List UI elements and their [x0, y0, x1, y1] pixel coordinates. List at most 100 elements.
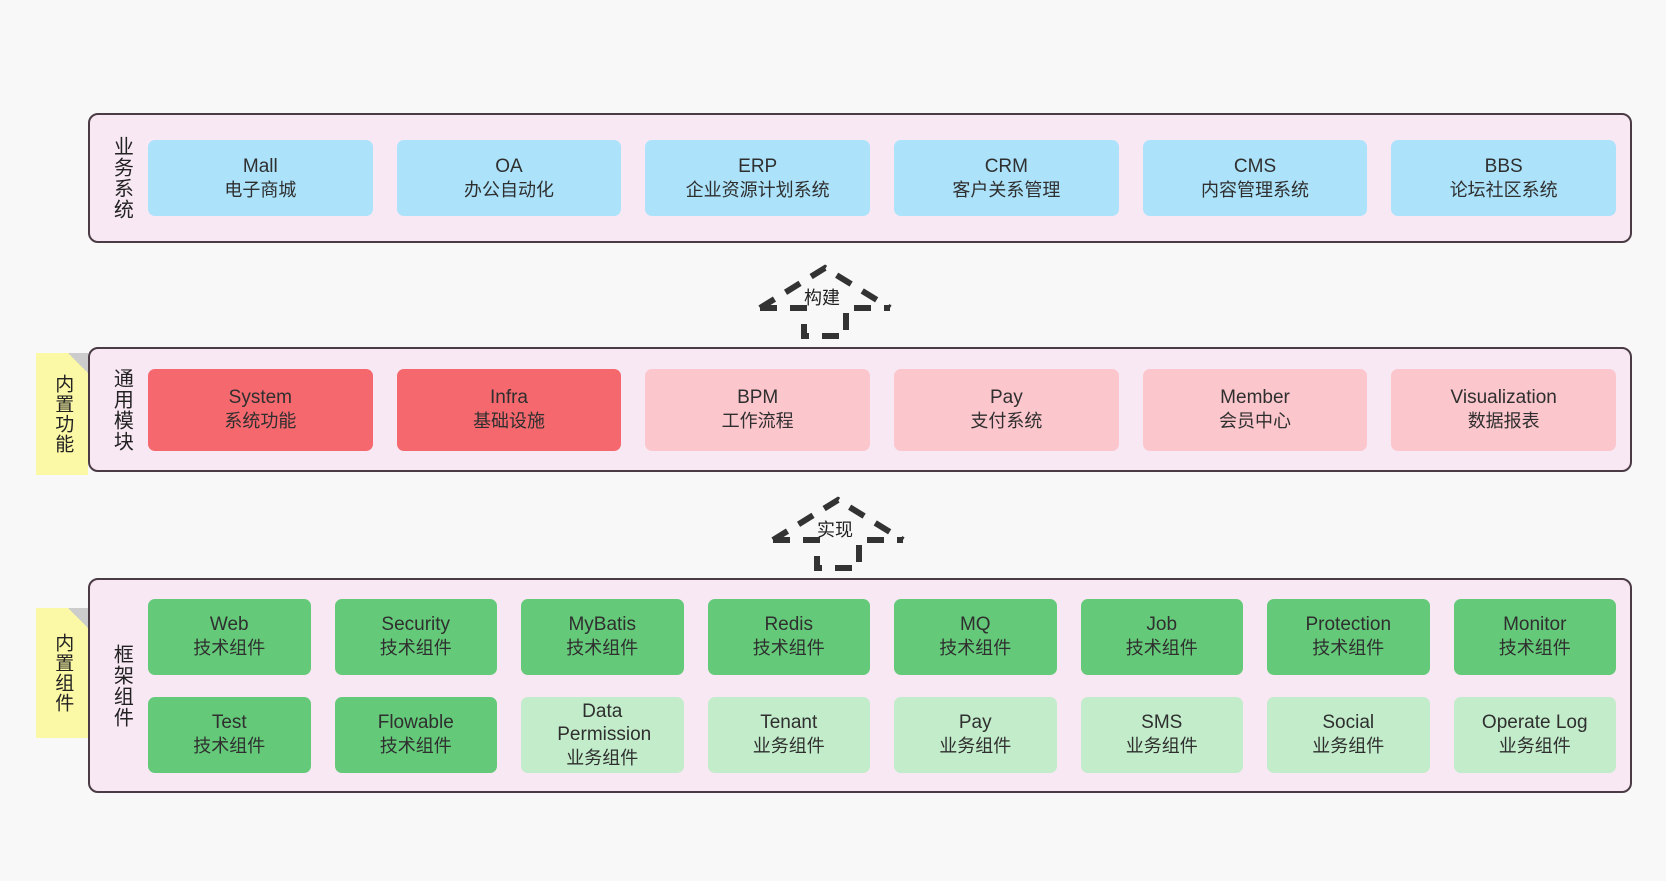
- card-subtitle: 基础设施: [473, 411, 545, 432]
- card-subtitle: 支付系统: [970, 411, 1043, 432]
- implement-arrow-icon: [771, 496, 905, 571]
- connector-build: 构建: [752, 258, 902, 340]
- card-row: Mall 电子商城 OA 办公自动化 ERP 企业资源计划系统 CRM 客户关系…: [144, 140, 1620, 216]
- card-visualization[interactable]: Visualization 数据报表: [1391, 368, 1617, 451]
- card-title: Visualization: [1450, 387, 1557, 409]
- note-builtin-components[interactable]: 内置组件: [36, 608, 88, 738]
- card-title: System: [228, 387, 293, 409]
- layer-business-systems[interactable]: 业务系统 Mall 电子商城 OA 办公自动化 ERP 企业资源计划系统 CRM…: [88, 113, 1632, 243]
- card-title: ERP: [738, 155, 778, 177]
- card-title: MQ: [959, 614, 991, 636]
- card-subtitle: 业务组件: [752, 736, 825, 757]
- card-subtitle: 论坛社区系统: [1449, 179, 1558, 200]
- card-title: OA: [495, 155, 523, 177]
- card-row: Test 技术组件 Flowable 技术组件 Data Permission …: [144, 696, 1620, 773]
- card-title: Web: [209, 614, 249, 636]
- card-title: Tenant: [760, 712, 818, 734]
- card-title: Pay: [989, 387, 1023, 409]
- card-subtitle: 技术组件: [1498, 638, 1571, 659]
- card-subtitle: 电子商城: [224, 179, 297, 200]
- card-web[interactable]: Web 技术组件: [148, 598, 311, 675]
- card-subtitle: 系统功能: [224, 411, 297, 432]
- card-sms[interactable]: SMS 业务组件: [1080, 696, 1243, 773]
- card-bpm[interactable]: BPM 工作流程: [645, 368, 871, 451]
- layer-body-common-modules: System 系统功能 Infra 基础设施 BPM 工作流程 Pay 支付系统…: [144, 349, 1630, 470]
- card-system[interactable]: System 系统功能: [148, 368, 373, 451]
- card-erp[interactable]: ERP 企业资源计划系统: [645, 140, 871, 216]
- card-subtitle: 技术组件: [193, 736, 266, 757]
- card-subtitle: 技术组件: [939, 638, 1012, 659]
- card-subtitle: 技术组件: [379, 736, 452, 757]
- card-subtitle: 会员中心: [1219, 411, 1292, 432]
- note-builtin-functions[interactable]: 内置功能: [36, 353, 88, 475]
- card-row: Web 技术组件 Security 技术组件 MyBatis 技术组件 Redi…: [144, 598, 1620, 675]
- card-subtitle: 技术组件: [566, 638, 639, 659]
- card-subtitle: 技术组件: [1312, 638, 1385, 659]
- card-title: CMS: [1233, 155, 1277, 177]
- card-subtitle: 企业资源计划系统: [685, 179, 830, 200]
- card-tenant[interactable]: Tenant 业务组件: [707, 696, 870, 773]
- card-social[interactable]: Social 业务组件: [1267, 696, 1430, 773]
- card-mq[interactable]: MQ 技术组件: [894, 598, 1057, 675]
- card-subtitle: 技术组件: [752, 638, 825, 659]
- card-subtitle: 技术组件: [1125, 638, 1198, 659]
- card-subtitle: 技术组件: [193, 638, 266, 659]
- card-subtitle: 客户关系管理: [952, 179, 1061, 200]
- card-title: CRM: [984, 155, 1028, 177]
- card-title: BPM: [737, 387, 779, 409]
- card-title: Monitor: [1503, 614, 1567, 636]
- card-cms[interactable]: CMS 内容管理系统: [1142, 140, 1368, 216]
- layer-framework-components[interactable]: 框架组件 Web 技术组件 Security 技术组件 MyBatis 技术组件…: [88, 578, 1632, 793]
- card-operate-log[interactable]: Operate Log 业务组件: [1453, 696, 1616, 773]
- card-test[interactable]: Test 技术组件: [148, 696, 311, 773]
- card-title: Security: [381, 614, 451, 636]
- connector-build-label: 构建: [804, 288, 840, 308]
- card-title: Test: [211, 712, 247, 734]
- card-data-permission[interactable]: Data Permission 业务组件: [521, 696, 684, 773]
- card-security[interactable]: Security 技术组件: [334, 598, 497, 675]
- card-title: BBS: [1484, 155, 1523, 177]
- card-member[interactable]: Member 会员中心: [1142, 368, 1368, 451]
- card-flowable[interactable]: Flowable 技术组件: [334, 696, 497, 773]
- card-subtitle: 业务组件: [1498, 736, 1571, 757]
- card-oa[interactable]: OA 办公自动化: [396, 140, 622, 216]
- layer-title-framework-components: 框架组件: [110, 643, 133, 728]
- card-title: Protection: [1305, 614, 1392, 636]
- card-pay-component[interactable]: Pay 业务组件: [894, 696, 1057, 773]
- card-title: Mall: [242, 155, 278, 177]
- card-title: MyBatis: [568, 614, 637, 636]
- card-mall[interactable]: Mall 电子商城: [148, 140, 373, 216]
- card-title: SMS: [1141, 712, 1183, 734]
- connector-implement-label: 实现: [817, 520, 853, 540]
- card-row: System 系统功能 Infra 基础设施 BPM 工作流程 Pay 支付系统…: [144, 368, 1620, 451]
- card-title: Operate Log: [1481, 712, 1588, 734]
- card-subtitle: 业务组件: [1312, 736, 1385, 757]
- card-bbs[interactable]: BBS 论坛社区系统: [1391, 140, 1617, 216]
- card-title: Social: [1322, 712, 1375, 734]
- card-protection[interactable]: Protection 技术组件: [1267, 598, 1430, 675]
- card-mybatis[interactable]: MyBatis 技术组件: [521, 598, 684, 675]
- layer-title-business: 业务系统: [110, 136, 133, 220]
- card-subtitle: 业务组件: [939, 736, 1012, 757]
- build-arrow-icon: [758, 264, 892, 339]
- card-title: Member: [1220, 387, 1290, 409]
- card-monitor[interactable]: Monitor 技术组件: [1453, 598, 1616, 675]
- card-job[interactable]: Job 技术组件: [1080, 598, 1243, 675]
- card-title: Redis: [764, 614, 814, 636]
- note-label: 内置组件: [52, 633, 74, 713]
- card-subtitle: 数据报表: [1467, 411, 1540, 432]
- card-crm[interactable]: CRM 客户关系管理: [894, 140, 1119, 216]
- card-pay-module[interactable]: Pay 支付系统: [894, 368, 1119, 451]
- note-fold-corner-icon: [68, 353, 88, 373]
- card-subtitle: 办公自动化: [464, 179, 554, 200]
- card-redis[interactable]: Redis 技术组件: [707, 598, 870, 675]
- card-infra[interactable]: Infra 基础设施: [396, 368, 622, 451]
- layer-common-modules[interactable]: 通用模块 System 系统功能 Infra 基础设施 BPM 工作流程 Pay…: [88, 347, 1632, 472]
- card-title: Infra: [489, 387, 529, 409]
- card-title: Data Permission: [557, 700, 652, 746]
- card-subtitle: 业务组件: [566, 748, 639, 768]
- card-subtitle: 技术组件: [379, 638, 452, 659]
- card-title: Job: [1146, 614, 1178, 636]
- connector-implement: 实现: [765, 490, 915, 572]
